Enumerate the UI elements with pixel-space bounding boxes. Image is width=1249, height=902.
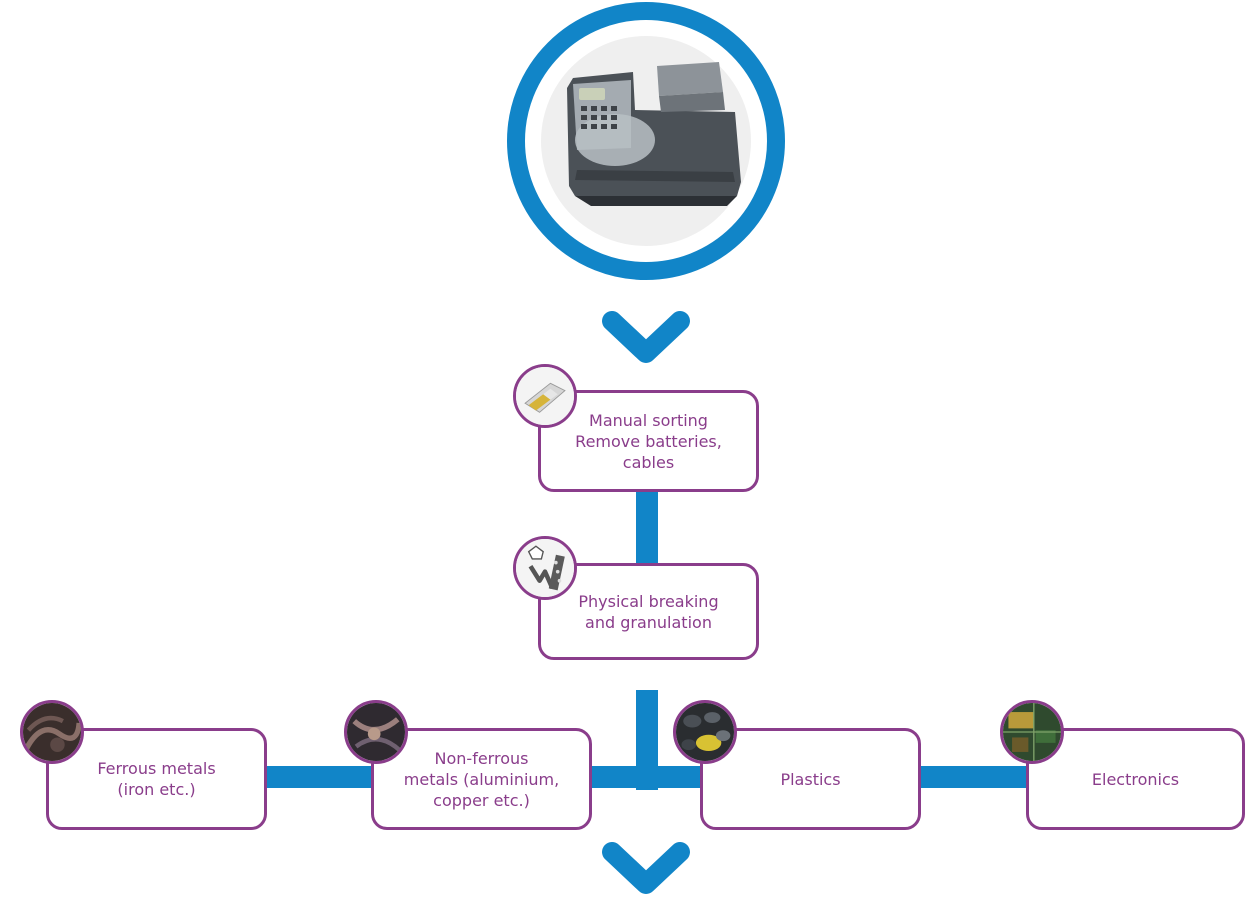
- ferrous-metals-icon: [20, 700, 84, 764]
- step-physical-breaking: Physical breaking and granulation: [538, 563, 759, 660]
- output-non-ferrous-metals: Non-ferrous metals (aluminium, copper et…: [371, 728, 592, 830]
- output-label: Plastics: [780, 769, 841, 789]
- connector-vertical-bottom: [636, 690, 658, 790]
- output-label: Non-ferrous metals (aluminium, copper et…: [403, 748, 560, 810]
- step-label: Physical breaking and granulation: [578, 591, 719, 632]
- chevron-down-icon: [602, 311, 690, 363]
- output-label: Electronics: [1091, 769, 1180, 789]
- output-plastics: Plastics: [700, 728, 921, 830]
- chevron-down-icon: [602, 842, 690, 894]
- output-electronics: Electronics: [1026, 728, 1245, 830]
- step-manual-sorting: Manual sorting Remove batteries, cables: [538, 390, 759, 492]
- non-ferrous-metals-icon: [344, 700, 408, 764]
- battery-icon: [513, 364, 577, 428]
- step-label: Manual sorting Remove batteries, cables: [575, 410, 722, 472]
- franking-machine-circle: [505, 0, 787, 282]
- electronics-icon: [1000, 700, 1064, 764]
- output-ferrous-metals: Ferrous metals (iron etc.): [46, 728, 267, 830]
- plastics-icon: [673, 700, 737, 764]
- franking-machine-icon: [507, 2, 785, 280]
- connector-vertical-top: [636, 488, 658, 568]
- output-label: Ferrous metals (iron etc.): [97, 759, 216, 799]
- shredder-icon: [513, 536, 577, 600]
